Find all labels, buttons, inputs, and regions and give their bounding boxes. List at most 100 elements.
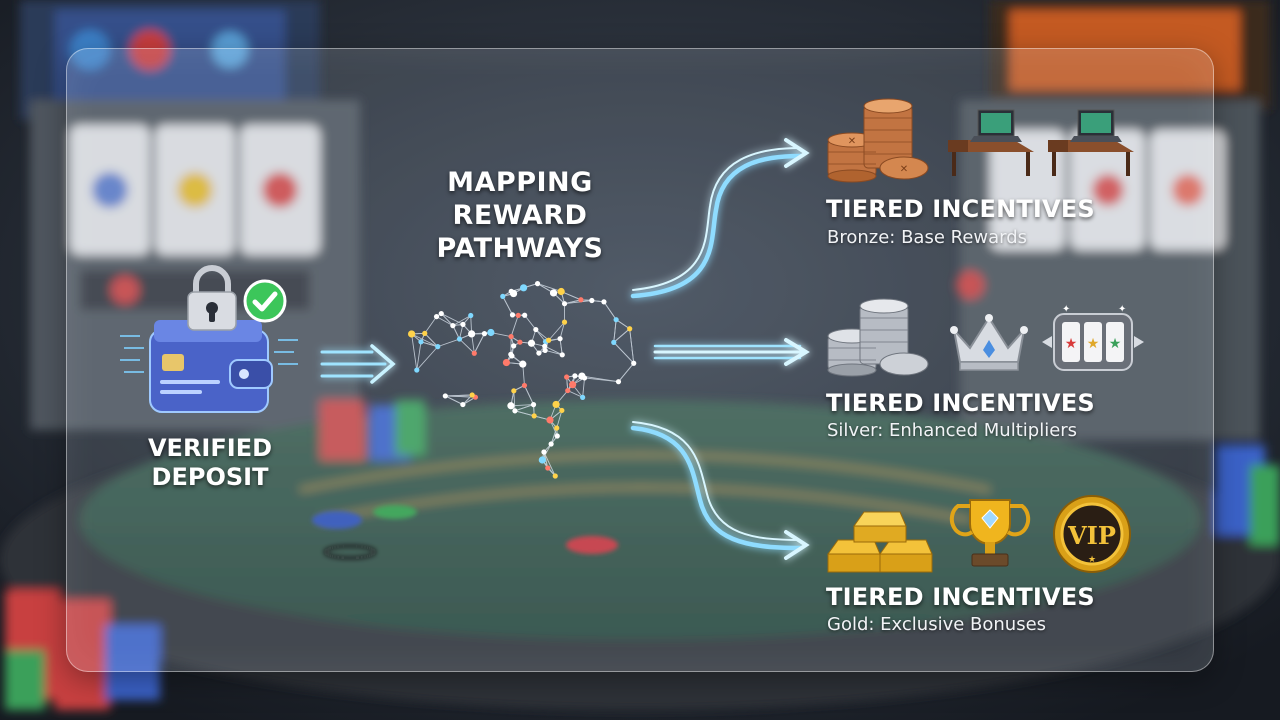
brain-node (481, 331, 488, 337)
tier-gold-label: Gold: Exclusive Bonuses (827, 614, 1047, 635)
brain-node (542, 347, 548, 353)
silver-path-arrow (653, 338, 810, 366)
brain-node (468, 330, 476, 338)
brain-node (418, 339, 424, 345)
page-title: MAPPING REWARD PATHWAYS (420, 166, 620, 265)
brain-node (559, 352, 565, 358)
brain-node (468, 312, 474, 319)
brain-node (546, 416, 554, 424)
brain-node (527, 339, 536, 347)
brain-node (541, 449, 547, 455)
svg-text:✦: ✦ (1118, 304, 1126, 315)
deposit-to-brain-arrow (320, 344, 396, 384)
brain-node (520, 284, 528, 292)
brain-node (545, 465, 551, 471)
brain-node (611, 339, 617, 345)
brain-node (615, 379, 622, 385)
brain-network-icon (408, 281, 637, 479)
brain-node (552, 400, 560, 409)
gold-bars-icon (827, 511, 933, 573)
gold-path-arrow (630, 421, 810, 560)
brain-node (533, 326, 539, 333)
brain-node (414, 367, 420, 373)
brain-node (515, 312, 521, 319)
brain-node (435, 344, 441, 350)
brain-node (469, 392, 475, 398)
brain-node (565, 387, 571, 394)
slot-machine-icon: ★ ★ ★ ✦ ✦ (1042, 304, 1144, 371)
brain-node (511, 388, 517, 394)
brain-node (554, 425, 560, 431)
deposit-line-1: VERIFIED (147, 434, 273, 462)
brain-node (546, 337, 552, 343)
svg-text:★: ★ (1109, 336, 1122, 352)
brain-node (534, 281, 541, 287)
bronze-path-arrow (630, 138, 810, 299)
tier-silver-label: Silver: Enhanced Multipliers (827, 420, 1078, 441)
tier-silver-heading: TIERED INCENTIVES (826, 389, 1095, 417)
brain-node (522, 312, 528, 318)
brain-node (578, 372, 586, 380)
title-line-2: REWARD (452, 200, 588, 231)
check-icon (243, 279, 287, 323)
laptop-desk-icon (948, 109, 1034, 176)
brain-node (442, 393, 448, 399)
brain-node (408, 330, 416, 338)
brain-node (460, 401, 466, 408)
brain-node (456, 336, 463, 342)
svg-text:★: ★ (1088, 555, 1096, 565)
brain-node (557, 287, 565, 296)
brain-node (572, 373, 578, 379)
crown-icon (950, 314, 1028, 371)
brain-node (471, 350, 477, 356)
brain-node (508, 333, 514, 340)
tier-bronze-label: Bronze: Base Rewards (827, 227, 1028, 248)
brain-node (500, 293, 506, 299)
brain-node (601, 299, 607, 305)
laptop-desk-icon (1048, 109, 1134, 176)
brain-node (557, 336, 563, 342)
brain-node (487, 328, 495, 337)
brain-node (511, 343, 517, 349)
silver-coins-icon (827, 298, 929, 377)
brain-node (561, 301, 568, 307)
brain-node (521, 382, 528, 389)
deposit-line-2: DEPOSIT (151, 463, 269, 491)
brain-node (508, 351, 514, 357)
brain-node (512, 408, 518, 414)
title-line-1: MAPPING (447, 167, 593, 198)
brain-node (552, 473, 558, 479)
brain-node (517, 339, 523, 345)
brain-node (542, 343, 548, 349)
tier-bronze-heading: TIERED INCENTIVES (826, 195, 1095, 223)
brain-node (554, 433, 560, 439)
brain-node (509, 312, 516, 318)
bronze-coins-icon: ✕ ✕ (827, 98, 929, 183)
svg-text:✦: ✦ (1062, 304, 1070, 315)
brain-node (530, 402, 537, 408)
lock-icon (187, 265, 237, 331)
trophy-icon (949, 499, 1031, 567)
brain-node (531, 413, 537, 419)
brain-node (564, 374, 570, 380)
brain-node (460, 321, 466, 328)
vip-badge-text: VIP (1067, 521, 1116, 550)
brain-node (589, 297, 595, 304)
svg-text:★: ★ (1087, 336, 1100, 352)
brain-node (519, 360, 527, 368)
verified-deposit-label: VERIFIED DEPOSIT (110, 434, 310, 492)
brain-node (613, 317, 619, 323)
brain-node (561, 319, 568, 325)
brain-node (536, 350, 542, 356)
svg-text:✕: ✕ (900, 164, 908, 175)
brain-node (627, 326, 633, 332)
brain-node (508, 288, 514, 294)
brain-node (502, 358, 511, 367)
brain-node (578, 297, 584, 303)
brain-node (569, 381, 577, 389)
brain-node (507, 402, 515, 410)
brain-node (559, 407, 565, 414)
brain-node (438, 310, 444, 317)
tier-gold-heading: TIERED INCENTIVES (826, 583, 1095, 611)
